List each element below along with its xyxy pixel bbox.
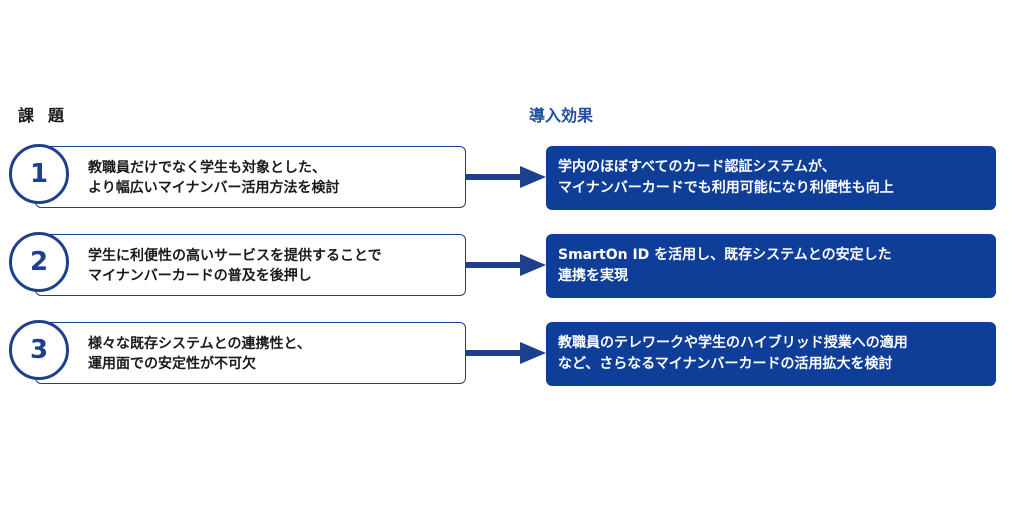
- effect-line: SmartOn ID を活用し、既存システムとの安定した: [558, 247, 892, 263]
- arrow-right-icon: [466, 254, 546, 276]
- row-3: 様々な既存システムとの連携性と、 運用面での安定性が不可欠 3 教職員のテレワー…: [0, 320, 1024, 387]
- issue-line: 様々な既存システムとの連携性と、: [88, 336, 311, 352]
- effect-text-3: 教職員のテレワークや学生のハイブリッド授業への適用 など、さらなるマイナンバーカ…: [558, 333, 988, 375]
- row-2: 学生に利便性の高いサービスを提供することで マイナンバーカードの普及を後押し 2…: [0, 232, 1024, 299]
- arrow-right-icon: [466, 166, 546, 188]
- effect-line: 連携を実現: [558, 268, 628, 284]
- effect-line: など、さらなるマイナンバーカードの活用拡大を検討: [558, 356, 893, 372]
- effect-box-2: SmartOn ID を活用し、既存システムとの安定した 連携を実現: [546, 234, 996, 298]
- issues-heading: 課題: [18, 106, 79, 125]
- issue-line: 運用面での安定性が不可欠: [88, 356, 256, 372]
- arrow-right-icon: [466, 342, 546, 364]
- issue-line: マイナンバーカードの普及を後押し: [88, 268, 312, 284]
- effect-line: 学内のほぼすべてのカード認証システムが、: [558, 159, 836, 175]
- effects-heading: 導入効果: [529, 106, 594, 125]
- row-1: 教職員だけでなく学生も対象とした、 より幅広いマイナンバー活用方法を検討 1 学…: [0, 144, 1024, 211]
- issue-box-2: 学生に利便性の高いサービスを提供することで マイナンバーカードの普及を後押し: [35, 234, 466, 296]
- effect-text-2: SmartOn ID を活用し、既存システムとの安定した 連携を実現: [558, 245, 988, 287]
- effect-box-3: 教職員のテレワークや学生のハイブリッド授業への適用 など、さらなるマイナンバーカ…: [546, 322, 996, 386]
- effect-line: 教職員のテレワークや学生のハイブリッド授業への適用: [558, 335, 908, 351]
- issue-line: 学生に利便性の高いサービスを提供することで: [88, 248, 382, 264]
- issue-line: より幅広いマイナンバー活用方法を検討: [88, 180, 340, 196]
- issue-text-2: 学生に利便性の高いサービスを提供することで マイナンバーカードの普及を後押し: [88, 246, 457, 286]
- effect-box-1: 学内のほぼすべてのカード認証システムが、 マイナンバーカードでも利用可能になり利…: [546, 146, 996, 210]
- effect-line: マイナンバーカードでも利用可能になり利便性も向上: [558, 180, 894, 196]
- issue-box-3: 様々な既存システムとの連携性と、 運用面での安定性が不可欠: [35, 322, 466, 384]
- issue-text-1: 教職員だけでなく学生も対象とした、 より幅広いマイナンバー活用方法を検討: [88, 158, 457, 198]
- issue-line: 教職員だけでなく学生も対象とした、: [88, 160, 326, 176]
- issue-box-1: 教職員だけでなく学生も対象とした、 より幅広いマイナンバー活用方法を検討: [35, 146, 466, 208]
- number-badge-2: 2: [9, 232, 69, 292]
- issue-text-3: 様々な既存システムとの連携性と、 運用面での安定性が不可欠: [88, 334, 457, 374]
- number-badge-3: 3: [9, 320, 69, 380]
- number-badge-1: 1: [9, 144, 69, 204]
- effect-text-1: 学内のほぼすべてのカード認証システムが、 マイナンバーカードでも利用可能になり利…: [558, 157, 988, 199]
